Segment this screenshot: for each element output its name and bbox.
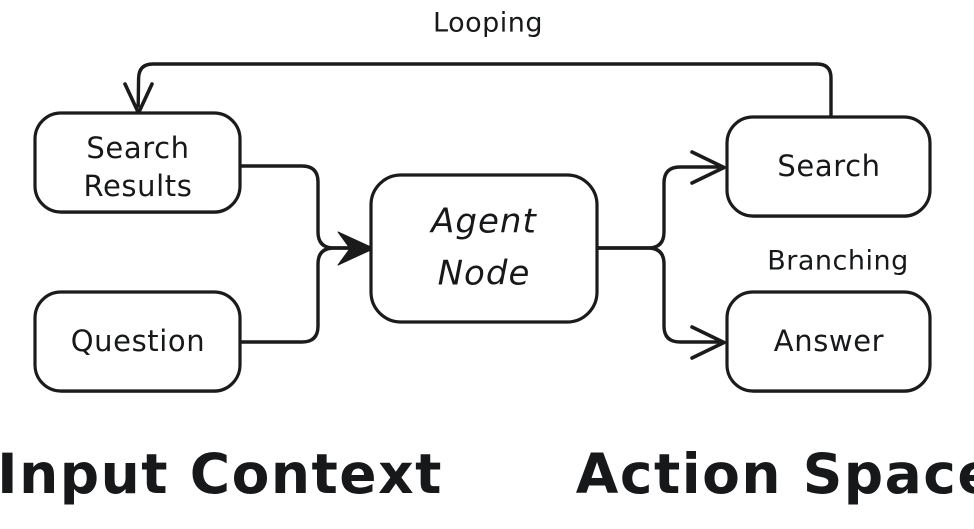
search-results-label-line1: Search [86,131,189,165]
question-label: Question [71,324,206,358]
edge-search-to-search-results [123,62,833,119]
agent-node-label-line1: Agent [429,202,537,242]
action-space-group-label: Action Space [576,442,974,506]
edge-question-to-agent [239,231,378,344]
agent-node-box[interactable] [369,173,599,324]
node-agent-node[interactable]: Agent Node [369,173,599,324]
question-edge-path [239,246,378,344]
answer-arrowhead-icon [690,325,726,360]
answer-box[interactable] [725,290,932,393]
search-results-box[interactable] [33,111,242,214]
agent-input-arrowhead-icon [337,231,375,266]
branching-label: Branching [767,246,909,277]
looping-label: Looping [433,8,543,39]
input-context-group-label: Input Context [0,442,443,506]
node-answer[interactable]: Answer [725,290,932,393]
search-results-edge-path [239,164,378,250]
agent-to-answer-edge-path [596,246,720,344]
edge-search-results-to-agent [239,164,378,250]
agent-node-label-line2: Node [438,254,531,294]
search-arrowhead-icon [690,150,726,185]
looping-edge-path [136,62,833,119]
search-label: Search [777,149,880,183]
search-results-label-line2: Results [84,169,193,203]
edge-agent-to-answer [596,246,726,360]
node-question[interactable]: Question [33,290,242,393]
node-search-results[interactable]: Search Results [33,111,242,214]
search-box[interactable] [725,115,932,218]
node-search[interactable]: Search [725,115,932,218]
question-box[interactable] [33,290,242,393]
edge-agent-to-search [596,150,726,250]
answer-label: Answer [774,324,884,358]
